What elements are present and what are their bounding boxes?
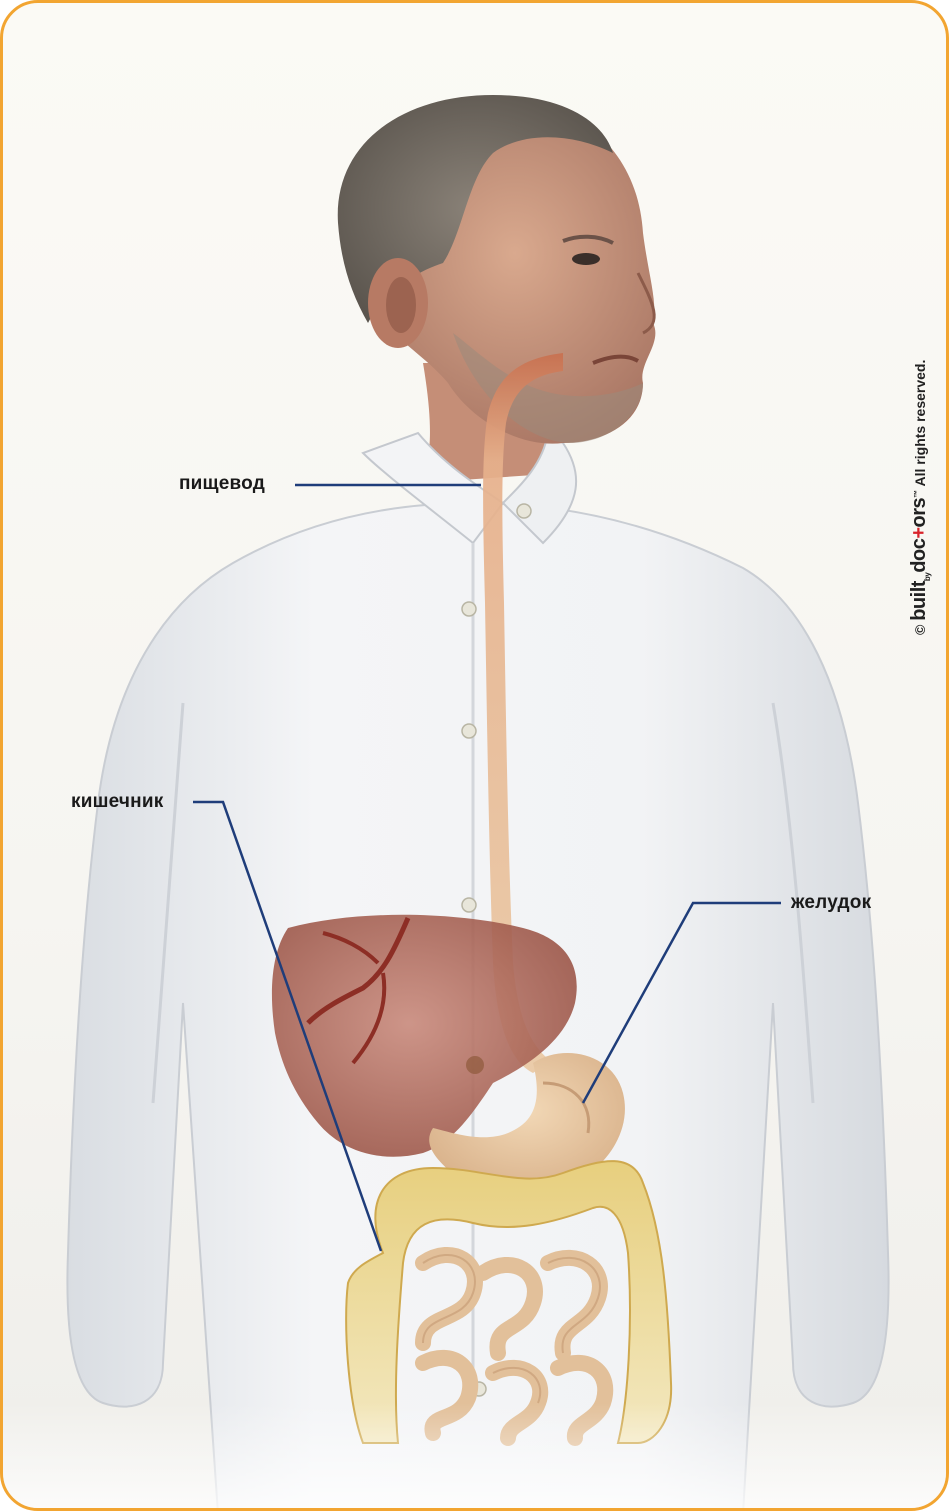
label-stomach: желудок <box>791 892 871 914</box>
label-esophagus: пищевод <box>179 473 265 495</box>
trademark-symbol: ™ <box>912 490 921 498</box>
eye <box>572 253 600 265</box>
copyright-notice: © builtbydoc+ors™ All rights reserved. <box>908 360 932 635</box>
brand-logo: builtbydoc+ors <box>908 498 930 621</box>
copyright-symbol: © <box>912 625 928 635</box>
label-intestine: кишечник <box>71 791 163 813</box>
anatomy-illustration <box>3 3 949 1511</box>
copyright-text: All rights reserved. <box>912 360 928 487</box>
